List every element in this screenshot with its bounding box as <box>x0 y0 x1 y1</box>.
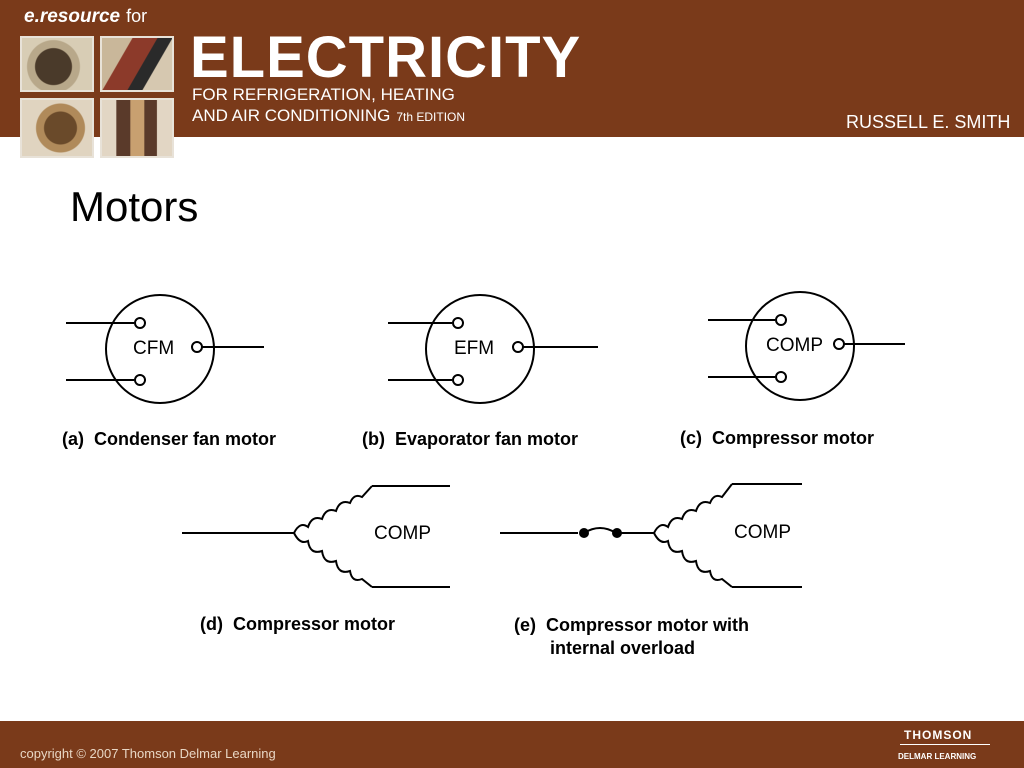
compressor-motor-symbol-d <box>182 485 450 588</box>
publisher-divider <box>900 744 990 745</box>
header-gap <box>0 137 1024 157</box>
header-photo-collage <box>20 36 178 158</box>
caption-e-line2: internal overload <box>550 638 695 658</box>
comp-label-d: COMP <box>374 523 431 544</box>
compressor-motor-with-overload-symbol <box>500 483 802 588</box>
caption-b: (b) Evaporator fan motor <box>362 429 578 449</box>
publisher-logo: THOMSON <box>904 728 973 742</box>
book-subtitle: FOR REFRIGERATION, HEATING AND AIR CONDI… <box>192 85 466 125</box>
caption-d: (d) Compressor motor <box>200 614 395 634</box>
fan-motor-photo <box>20 98 94 158</box>
publisher-subtitle: DELMAR LEARNING <box>898 752 977 761</box>
caption-e-line1: (e) Compressor motor with <box>514 615 749 635</box>
comp-label-e: COMP <box>734 522 791 543</box>
caption-c: (c) Compressor motor <box>680 428 874 448</box>
cfm-label: CFM <box>133 338 174 359</box>
caption-a: (a) Condenser fan motor <box>62 429 276 449</box>
edition-label: 7th EDITION <box>396 110 466 124</box>
footer-banner <box>0 721 1024 768</box>
compressor-motor-symbol-c <box>708 291 905 401</box>
author-name: RUSSELL E. SMITH <box>846 112 1011 132</box>
efm-label: EFM <box>454 338 494 359</box>
evaporator-fan-motor-symbol <box>388 294 598 404</box>
slide-title: Motors <box>70 183 199 230</box>
copyright-text: copyright © 2007 Thomson Delmar Learning <box>20 746 276 761</box>
condenser-fan-motor-symbol <box>66 294 264 404</box>
motor-photo <box>20 36 94 92</box>
meter-photo <box>100 36 174 92</box>
terminal-block-photo <box>100 98 174 158</box>
comp-label-c: COMP <box>766 335 823 356</box>
book-title: ELECTRICITY <box>190 25 582 90</box>
